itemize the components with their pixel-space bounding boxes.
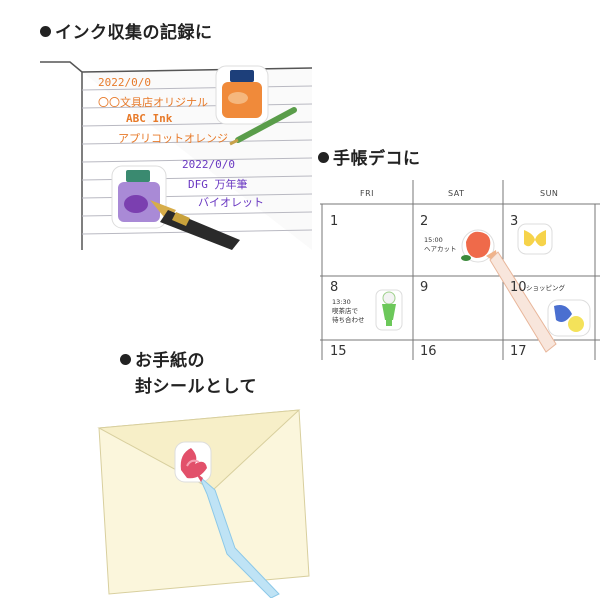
letter-heading-line2: 封シールとして (135, 377, 257, 397)
ink-bottle-sticker-purple (111, 165, 167, 229)
flower-seal-sticker (174, 441, 212, 483)
entry1-ink: ABC Ink (126, 112, 173, 125)
hair-salon-sticker (461, 229, 495, 263)
note-haircut: 15:00 ヘアカット (424, 236, 457, 253)
cream-soda-sticker (375, 289, 403, 331)
entry1-shop: 〇〇文具店オリジナル (98, 96, 208, 109)
envelope (97, 409, 310, 599)
glass-pen (195, 472, 280, 599)
calendar-grid (320, 180, 600, 360)
ink-bottle-sticker-orange (215, 65, 269, 125)
shopping-sticker (547, 299, 591, 337)
colored-pencil (486, 250, 557, 353)
bullet-icon (40, 26, 51, 37)
day-header-fri: FRI (360, 189, 375, 198)
letter-heading-line1: お手紙の (135, 351, 205, 371)
date-9: 9 (420, 280, 429, 295)
date-3: 3 (510, 214, 519, 229)
entry2-pen: DFG 万年筆 (188, 178, 248, 191)
date-1: 1 (330, 214, 339, 229)
note-cafe-meeting: 13:30 喫茶店で 待ち合わせ (332, 298, 365, 324)
dip-pen-sticker-green (229, 107, 297, 146)
entry1-date: 2022/0/0 (98, 76, 151, 89)
planner-calendar: FRI SAT SUN 1 2 3 8 9 10 15 16 17 15:00 … (320, 180, 600, 360)
notebook-illustration: 2022/0/0 〇〇文具店オリジナル ABC Ink アプリコットオレンジ 2… (0, 40, 312, 250)
entry2-date: 2022/0/0 (182, 158, 235, 171)
planner-heading-text: 手帳デコに (333, 149, 421, 169)
ink-heading-text: インク収集の記録に (55, 23, 213, 43)
date-8: 8 (330, 280, 339, 295)
ink-collection-heading: インク収集の記録に (40, 18, 213, 43)
bullet-icon (318, 152, 329, 163)
planner-deco-heading: 手帳デコに (318, 144, 421, 169)
butterfly-sticker (517, 223, 553, 255)
date-10: 10 (510, 280, 527, 295)
envelope-illustration (95, 398, 315, 599)
date-2: 2 (420, 214, 429, 229)
notebook-page (40, 61, 312, 250)
letter-seal-heading: お手紙の 封シールとして (120, 348, 257, 400)
note-shopping: ショッピング (526, 284, 565, 292)
day-header-sun: SUN (540, 189, 559, 198)
entry2-color: バイオレット (198, 196, 264, 209)
entry1-color: アプリコットオレンジ (118, 132, 228, 145)
day-header-sat: SAT (448, 189, 465, 198)
date-17: 17 (510, 344, 527, 359)
bullet-icon (120, 354, 131, 365)
fountain-pen (150, 200, 240, 250)
date-16: 16 (420, 344, 437, 359)
date-15: 15 (330, 344, 347, 359)
